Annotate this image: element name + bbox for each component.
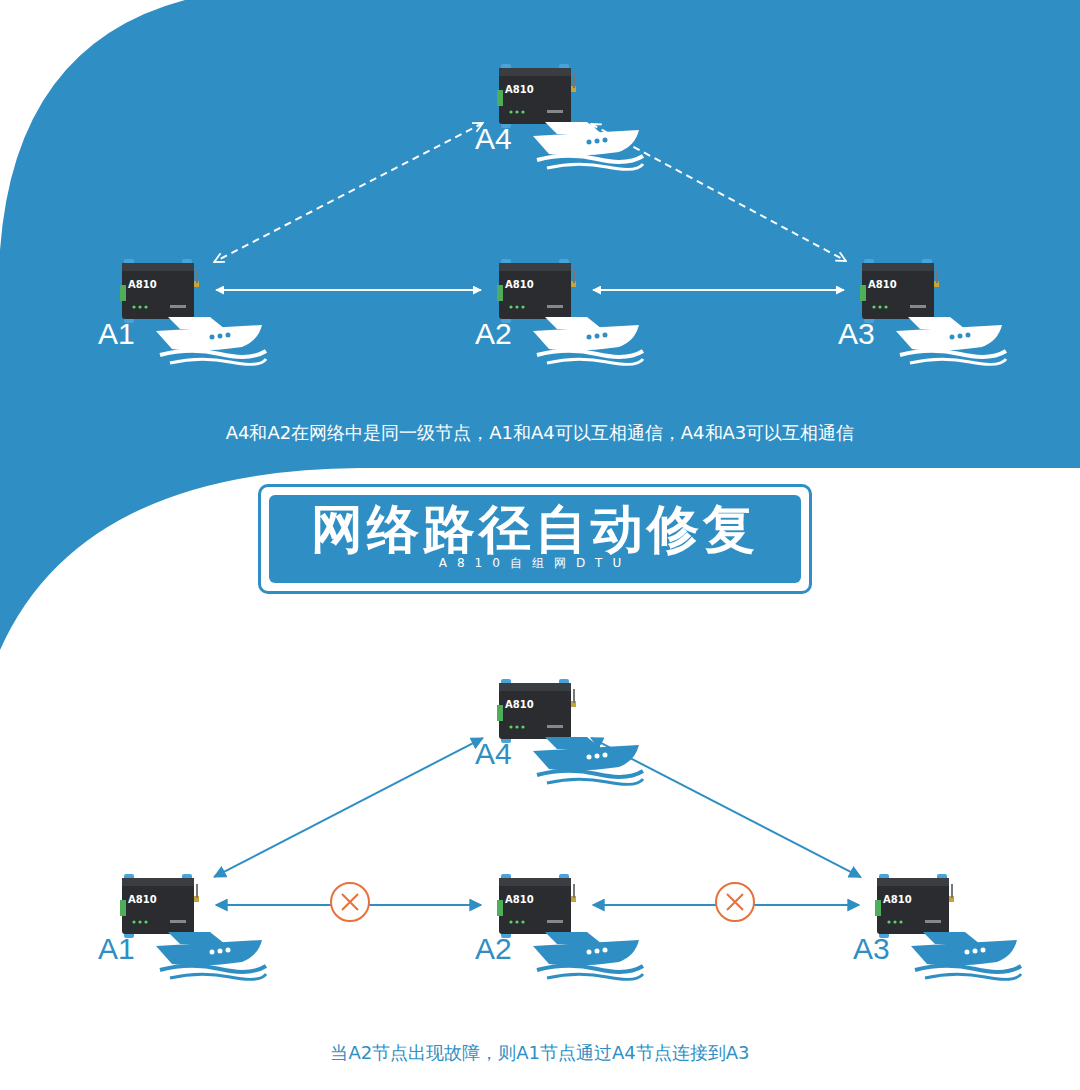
device-node: A810A1 <box>120 255 200 325</box>
device-node: A810A1 <box>120 870 200 940</box>
ship-icon <box>527 112 647 174</box>
model-text: A810 <box>128 894 157 905</box>
fault-mark <box>331 883 369 921</box>
dtu-device <box>875 870 955 940</box>
ship-icon <box>150 922 270 984</box>
node-label: A4 <box>475 122 512 156</box>
device-node: A810A3 <box>875 870 955 940</box>
dtu-device <box>497 60 577 130</box>
device-node: A810A2 <box>497 870 577 940</box>
dtu-device <box>497 675 577 745</box>
node-label: A1 <box>98 317 135 351</box>
node-label: A3 <box>838 317 875 351</box>
ship-icon <box>527 307 647 369</box>
ship-icon <box>527 727 647 789</box>
ship-icon <box>905 922 1025 984</box>
link-arrow <box>214 738 483 877</box>
device-node: A810A2 <box>497 255 577 325</box>
subtitle-text: A810自组网DTU <box>261 555 809 572</box>
device-node: A810A3 <box>860 255 940 325</box>
model-text: A810 <box>505 894 534 905</box>
model-text: A810 <box>505 84 534 95</box>
caption-text: 当A2节点出现故障，则A1节点通过A4节点连接到A3 <box>0 1041 1080 1065</box>
node-label: A2 <box>475 932 512 966</box>
link-arrow <box>216 289 481 291</box>
node-label: A3 <box>853 932 890 966</box>
node-label: A4 <box>475 737 512 771</box>
model-text: A810 <box>505 699 534 710</box>
title-text: 网络路径自动修复 <box>261 495 809 565</box>
model-text: A810 <box>505 279 534 290</box>
title-banner: 网络路径自动修复A810自组网DTU <box>258 484 812 594</box>
dtu-device <box>497 870 577 940</box>
link-arrow <box>214 123 483 262</box>
node-label: A1 <box>98 932 135 966</box>
dtu-device <box>497 255 577 325</box>
caption-text: A4和A2在网络中是同一级节点，A1和A4可以互相通信，A4和A3可以互相通信 <box>0 421 1080 445</box>
link-arrow <box>593 289 844 291</box>
dtu-device <box>120 255 200 325</box>
model-text: A810 <box>128 279 157 290</box>
ship-icon <box>150 307 270 369</box>
dtu-device <box>120 870 200 940</box>
model-text: A810 <box>883 894 912 905</box>
model-text: A810 <box>868 279 897 290</box>
fault-mark <box>716 883 754 921</box>
device-node: A810A4 <box>497 60 577 130</box>
device-node: A810A4 <box>497 675 577 745</box>
node-label: A2 <box>475 317 512 351</box>
blue-ground <box>0 0 1080 650</box>
dtu-device <box>860 255 940 325</box>
ship-icon <box>890 307 1010 369</box>
ship-icon <box>527 922 647 984</box>
